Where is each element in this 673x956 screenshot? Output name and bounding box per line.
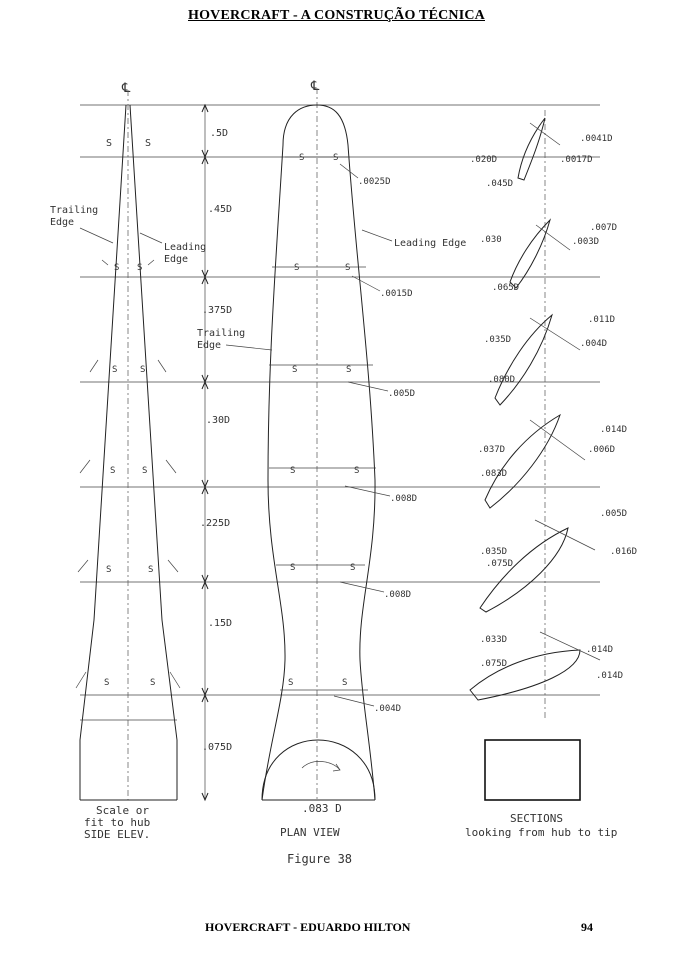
section-note: .004D [580, 339, 607, 349]
station-s: S [106, 138, 112, 149]
station-s: S [350, 563, 355, 573]
sections-label: SECTIONS [510, 812, 563, 825]
propeller-blade-drawing: .5D .45D .375D .30D .225D .15D .075D ℄ S… [50, 79, 637, 866]
thickness-note: .004D [374, 704, 401, 714]
station-s: S [290, 466, 295, 476]
side-elev-label: SIDE ELEV. [84, 828, 150, 841]
section-note: .065D [492, 283, 519, 293]
station-s: S [104, 678, 109, 688]
page-title: HOVERCRAFT - A CONSTRUÇÃO TÉCNICA [187, 8, 485, 23]
station-lines [80, 104, 600, 696]
side-elevation: ℄ S S S S S S S S S S S S Trailing Edge … [50, 81, 206, 841]
thickness-note: .008D [384, 590, 411, 600]
station-s: S [354, 466, 359, 476]
section-note: .011D [588, 315, 615, 325]
station-s: S [148, 565, 153, 575]
sections-view: .0041D .020D .0017D .045D .007D .030 .00… [465, 110, 637, 839]
spacing-label: .075D [202, 742, 232, 753]
section-note: .007D [590, 223, 617, 233]
section-note: .014D [596, 671, 623, 681]
section-note: .0017D [560, 155, 593, 165]
trailing-edge-label: Trailing [50, 205, 98, 216]
station-s: S [137, 263, 142, 273]
section-note: .020D [470, 155, 497, 165]
spacing-label: .30D [206, 415, 230, 426]
section-note: .003D [572, 237, 599, 247]
station-s: S [112, 365, 117, 375]
section-note: .035D [484, 335, 511, 345]
section-note: .075D [480, 659, 507, 669]
section-note: .045D [486, 179, 513, 189]
section-note: .037D [478, 445, 505, 455]
station-s: S [142, 466, 147, 476]
hub-dimension: .083 D [302, 802, 342, 815]
station-s: S [288, 678, 293, 688]
section-note: .035D [480, 547, 507, 557]
centerline-symbol: ℄ [310, 79, 320, 94]
section-note: .006D [588, 445, 615, 455]
section-note: .075D [486, 559, 513, 569]
spacing-label: .375D [202, 305, 232, 316]
sections-label: looking from hub to tip [465, 826, 617, 839]
figure-caption: Figure 38 [287, 852, 352, 866]
spacing-label: .225D [200, 518, 230, 529]
station-s: S [290, 563, 295, 573]
leading-edge-label: Edge [164, 254, 188, 265]
section-note: .080D [488, 375, 515, 385]
section-note: .0041D [580, 134, 613, 144]
station-s: S [342, 678, 347, 688]
station-s: S [345, 263, 350, 273]
station-s: S [140, 365, 145, 375]
page-footer: HOVERCRAFT - EDUARDO HILTON 94 [0, 920, 673, 940]
station-s: S [294, 263, 299, 273]
thickness-note: .008D [390, 494, 417, 504]
section-note: .014D [600, 425, 627, 435]
plan-station-marks: S S S S S S S S S S S S [288, 153, 359, 688]
plan-view-label: PLAN VIEW [280, 826, 340, 839]
thickness-note: .0025D [358, 177, 391, 187]
station-s: S [346, 365, 351, 375]
trailing-edge-label: Edge [50, 217, 74, 228]
station-s: S [299, 153, 304, 163]
side-elev-label: fit to hub [84, 816, 150, 829]
trailing-edge-label: Edge [197, 340, 221, 351]
spacing-label: .15D [208, 618, 232, 629]
footer-author: HOVERCRAFT - EDUARDO HILTON [205, 920, 411, 934]
centerline-symbol: ℄ [121, 81, 131, 96]
station-s: S [150, 678, 155, 688]
station-s: S [110, 466, 115, 476]
thickness-note: .0015D [380, 289, 413, 299]
section-note: .030 [480, 235, 502, 245]
section-note: .005D [600, 509, 627, 519]
thickness-note: .005D [388, 389, 415, 399]
section-note: .016D [610, 547, 637, 557]
page-number: 94 [581, 920, 593, 934]
side-elev-label: Scale or [96, 804, 149, 817]
leading-edge-label: Leading [164, 242, 206, 253]
station-s: S [292, 365, 297, 375]
station-s: S [114, 263, 119, 273]
leading-edge-label: Leading Edge [394, 238, 466, 249]
station-s: S [145, 138, 151, 149]
section-note: .083D [480, 469, 507, 479]
section-note: .014D [586, 645, 613, 655]
station-s: S [333, 153, 338, 163]
dimension-column: .5D .45D .375D .30D .225D .15D .075D [200, 103, 232, 802]
section-note: .033D [480, 635, 507, 645]
trailing-edge-label: Trailing [197, 328, 245, 339]
station-s: S [106, 565, 111, 575]
plan-view: ℄ S S S S S S S S S S S S . [197, 79, 466, 866]
spacing-label: .5D [210, 128, 228, 139]
spacing-label: .45D [208, 204, 232, 215]
